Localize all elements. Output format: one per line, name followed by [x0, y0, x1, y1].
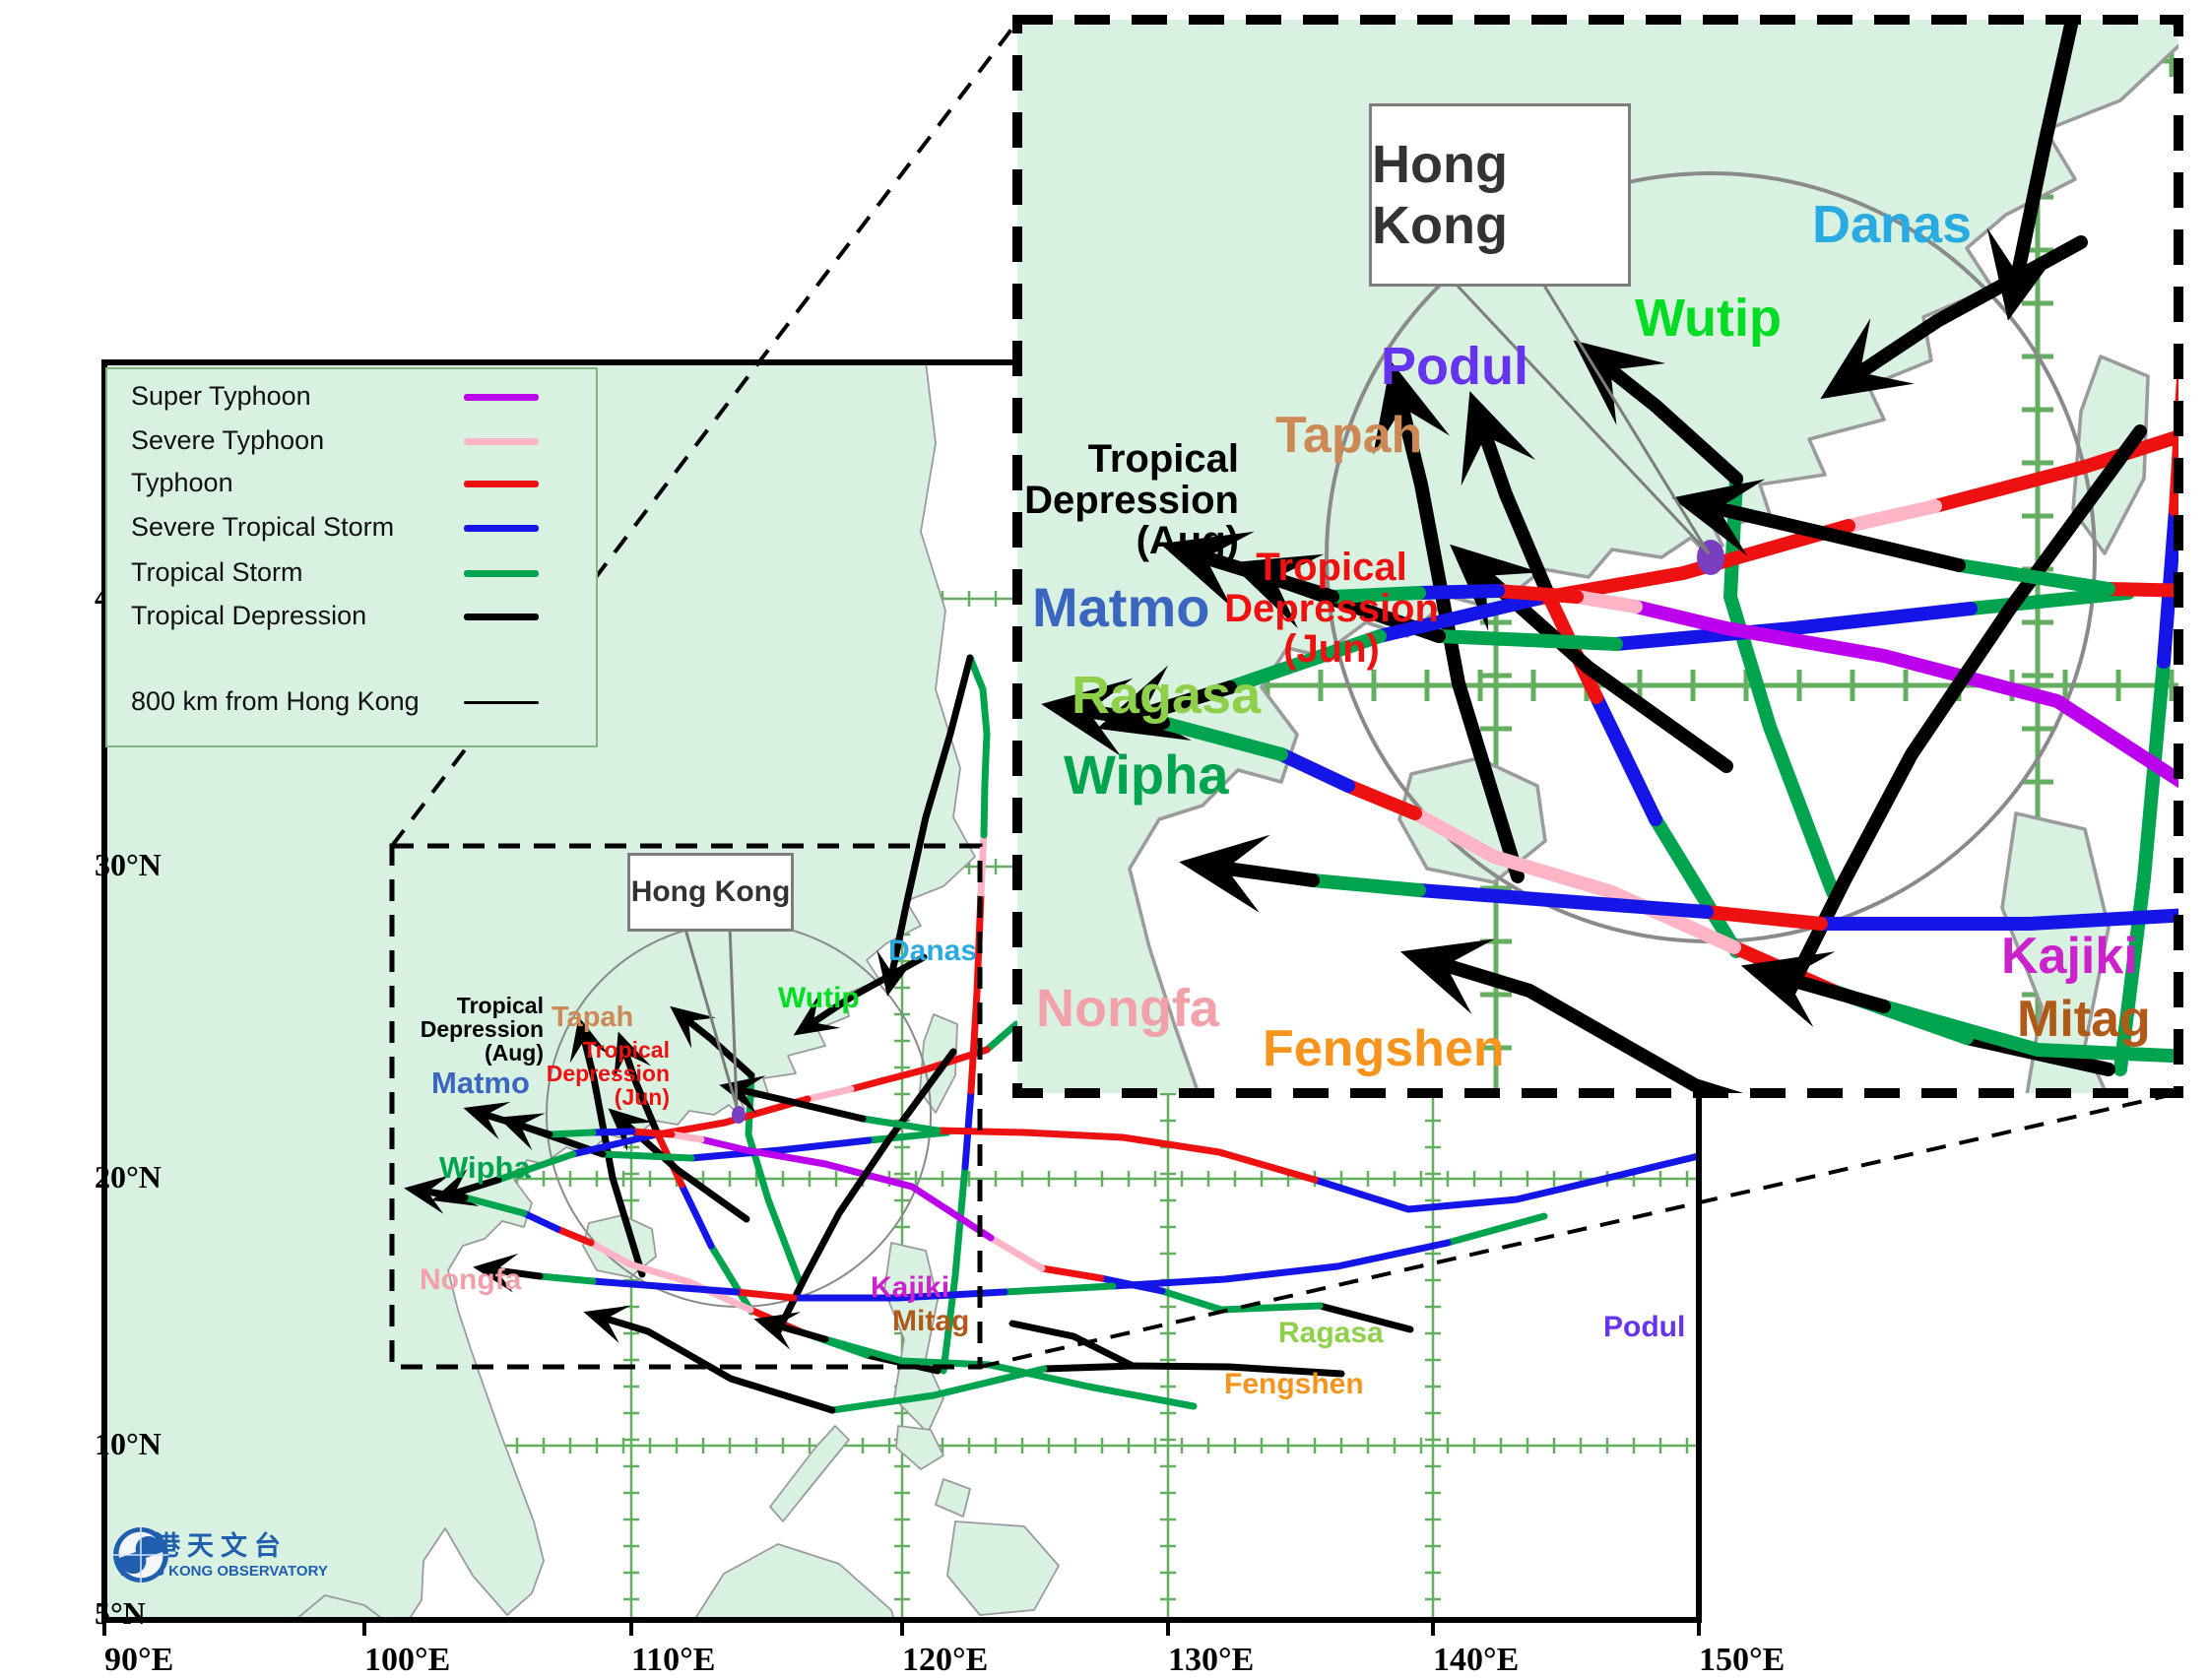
zoom-connector-line	[979, 1091, 2179, 1369]
inset-frame	[1012, 15, 2183, 1098]
zoom-source-box	[389, 843, 983, 1370]
hk-pointer-line-inset	[1451, 279, 1711, 555]
hk-pointer-line-main	[728, 925, 739, 1108]
hk-pointer-line-inset	[1539, 280, 1711, 554]
hk-pointer-line-main	[682, 925, 739, 1108]
